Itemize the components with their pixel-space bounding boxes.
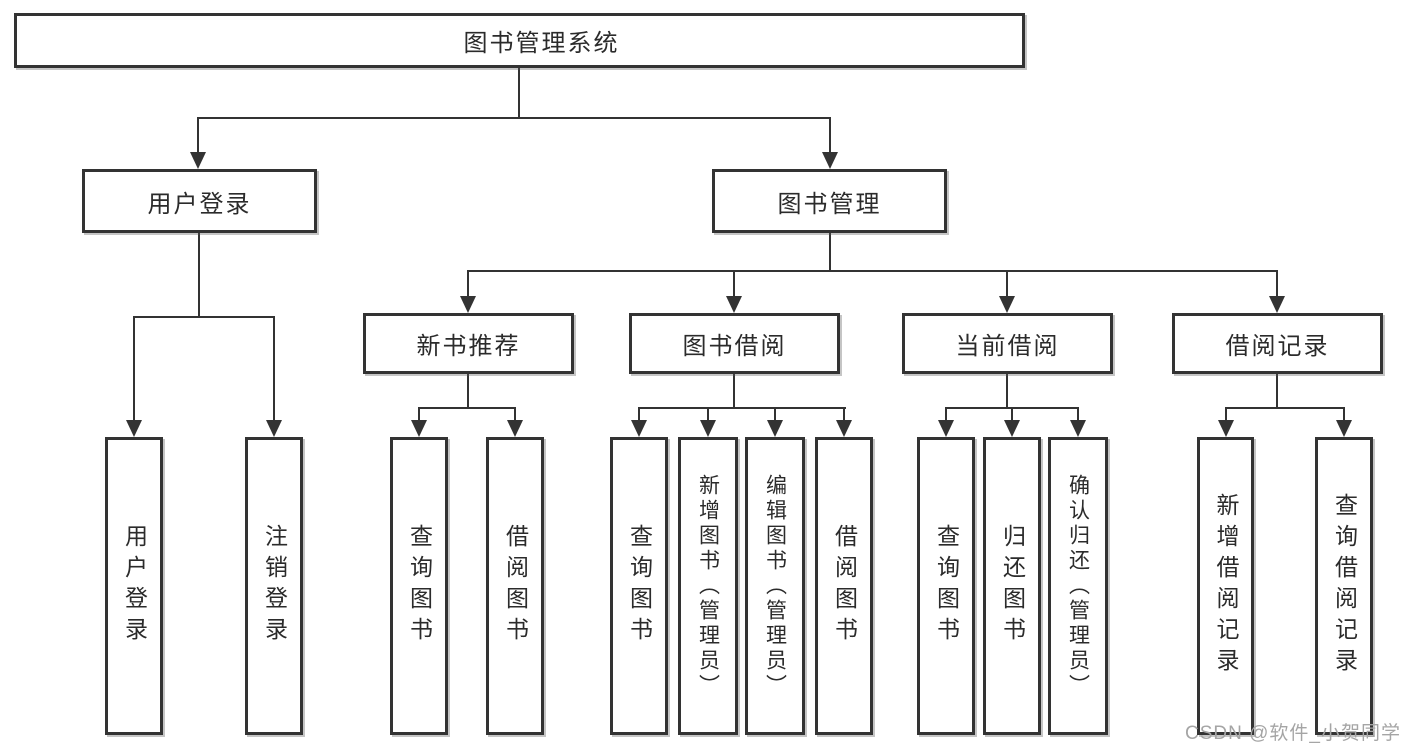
arrowhead <box>631 420 647 437</box>
arrowhead <box>938 420 954 437</box>
leaf-borrow-edit-books-admin: 编辑图书（管理员） <box>745 437 805 735</box>
arrowhead <box>266 420 282 437</box>
connector-line <box>733 373 735 408</box>
arrowhead <box>767 420 783 437</box>
connector-line <box>1276 270 1278 297</box>
node-user-login: 用户登录 <box>82 169 317 233</box>
arrowhead <box>1004 420 1020 437</box>
leaf-current-confirm-return-admin: 确认归还（管理员） <box>1048 437 1108 735</box>
connector-line <box>843 407 845 422</box>
node-new-book-recommend: 新书推荐 <box>363 313 574 374</box>
connector-line <box>829 117 831 155</box>
leaf-current-return-books: 归还图书 <box>983 437 1041 735</box>
connector-line <box>514 407 516 422</box>
connector-line <box>707 407 709 422</box>
node-book-management: 图书管理 <box>712 169 947 233</box>
connector-line <box>638 407 640 422</box>
connector-line <box>733 270 735 297</box>
arrowhead <box>411 420 427 437</box>
leaf-records-add-record: 新增借阅记录 <box>1197 437 1254 735</box>
leaf-borrow-query-books: 查询图书 <box>610 437 668 735</box>
connector-line <box>774 407 776 422</box>
connector-line <box>418 407 420 422</box>
connector-line <box>133 316 135 421</box>
node-root: 图书管理系统 <box>14 13 1025 68</box>
connector-line <box>1006 373 1008 408</box>
connector-line <box>518 68 520 118</box>
arrowhead <box>1336 420 1352 437</box>
connector-line <box>467 270 469 297</box>
connector-line <box>133 316 275 318</box>
leaf-current-query-books: 查询图书 <box>917 437 975 735</box>
leaf-newrec-query-books: 查询图书 <box>390 437 448 735</box>
connector-line <box>273 316 275 421</box>
arrowhead <box>1070 420 1086 437</box>
connector-line <box>945 407 947 422</box>
arrowhead <box>126 420 142 437</box>
connector-line <box>1077 407 1079 422</box>
connector-line <box>1225 407 1227 422</box>
connector-line <box>467 373 469 408</box>
connector-line <box>418 407 516 409</box>
connector-line <box>197 117 199 155</box>
node-book-borrow: 图书借阅 <box>629 313 840 374</box>
leaf-user-login: 用户登录 <box>105 437 163 735</box>
connector-line <box>198 233 200 317</box>
node-borrow-records: 借阅记录 <box>1172 313 1383 374</box>
connector-line <box>1276 373 1278 408</box>
connector-line <box>638 407 846 409</box>
arrowhead <box>999 296 1015 313</box>
leaf-borrow-add-books-admin: 新增图书（管理员） <box>678 437 738 735</box>
connector-line <box>467 270 1278 272</box>
leaf-borrow-borrow-books: 借阅图书 <box>815 437 873 735</box>
connector-line <box>1006 270 1008 297</box>
connector-line <box>829 233 831 271</box>
watermark: CSDN @软件_小贺同学 <box>1185 723 1401 744</box>
connector-line <box>1343 407 1345 422</box>
leaf-records-query-record: 查询借阅记录 <box>1315 437 1373 735</box>
leaf-newrec-borrow-books: 借阅图书 <box>486 437 544 735</box>
arrowhead <box>507 420 523 437</box>
connector-line <box>1011 407 1013 422</box>
arrowhead <box>460 296 476 313</box>
leaf-logout: 注销登录 <box>245 437 303 735</box>
arrowhead <box>726 296 742 313</box>
connector-line <box>1225 407 1345 409</box>
arrowhead <box>1218 420 1234 437</box>
arrowhead <box>700 420 716 437</box>
connector-line <box>197 117 831 119</box>
node-current-borrow: 当前借阅 <box>902 313 1113 374</box>
arrowhead <box>836 420 852 437</box>
arrowhead <box>822 152 838 169</box>
arrowhead <box>1269 296 1285 313</box>
arrowhead <box>190 152 206 169</box>
